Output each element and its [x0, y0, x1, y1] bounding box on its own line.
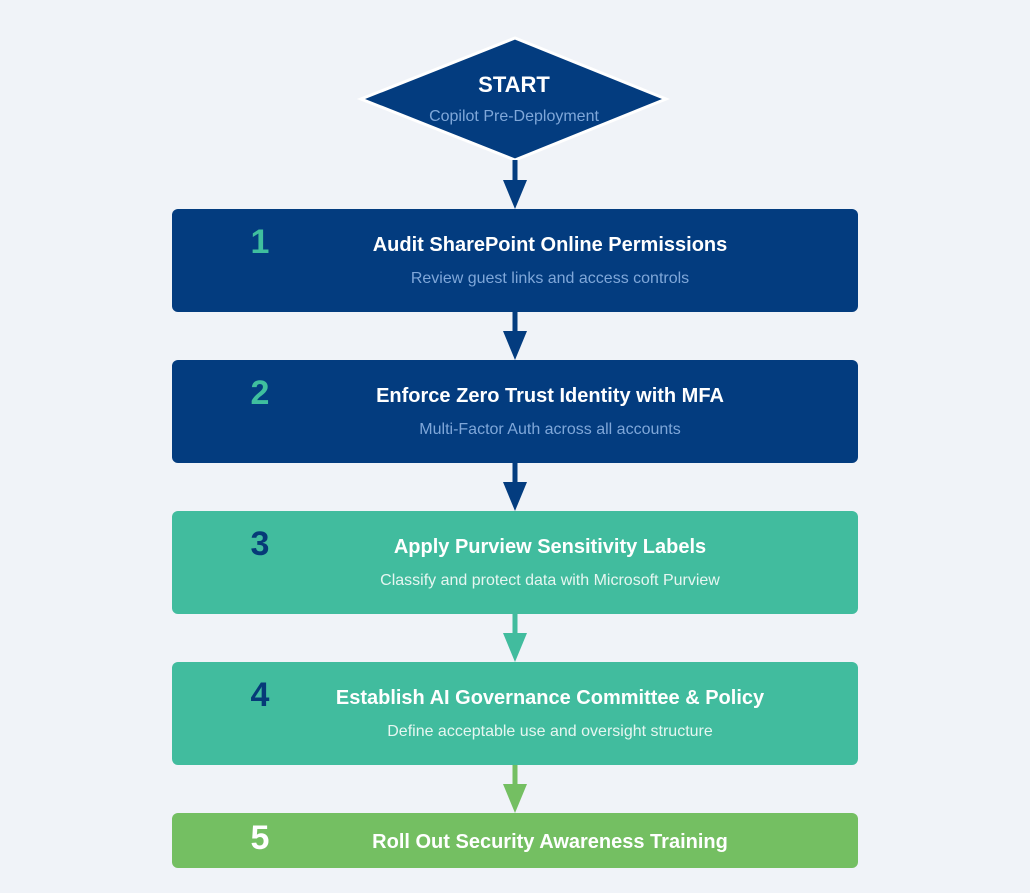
step-1-box: 1 Audit SharePoint Online Permissions Re… [172, 209, 858, 312]
step-2-title: Enforce Zero Trust Identity with MFA [376, 385, 724, 407]
step-1-subtitle: Review guest links and access controls [410, 270, 690, 287]
step-4-subtitle: Define acceptable use and oversight stru… [387, 723, 713, 740]
arrow-step-1-to-step-2 [503, 312, 527, 360]
arrow-step-3-to-step-4 [503, 614, 527, 662]
start-title: START [478, 72, 550, 97]
step-1-title: Audit SharePoint Online Permissions [372, 234, 728, 256]
step-3-subtitle: Classify and protect data with Microsoft… [380, 572, 720, 589]
step-5-box: 5 Roll Out Security Awareness Training [172, 813, 858, 868]
start-subtitle: Copilot Pre-Deployment [429, 108, 599, 125]
step-1-number: 1 [250, 223, 270, 261]
step-3-title: Apply Purview Sensitivity Labels [393, 536, 707, 558]
start-diamond [356, 36, 671, 162]
step-3-number: 3 [250, 525, 270, 563]
step-2-box: 2 Enforce Zero Trust Identity with MFA M… [172, 360, 858, 463]
arrow-step-2-to-step-3 [503, 463, 527, 511]
step-2-subtitle: Multi-Factor Auth across all accounts [419, 421, 681, 438]
step-5-number: 5 [250, 819, 270, 857]
arrow-start-to-step-1 [503, 160, 527, 209]
step-5-title: Roll Out Security Awareness Training [372, 831, 728, 853]
step-4-box: 4 Establish AI Governance Committee & Po… [172, 662, 858, 765]
step-4-number: 4 [250, 676, 270, 714]
arrow-step-4-to-step-5 [503, 765, 527, 813]
step-2-number: 2 [250, 374, 270, 412]
step-3-box: 3 Apply Purview Sensitivity Labels Class… [172, 511, 858, 614]
step-4-title: Establish AI Governance Committee & Poli… [335, 687, 765, 709]
